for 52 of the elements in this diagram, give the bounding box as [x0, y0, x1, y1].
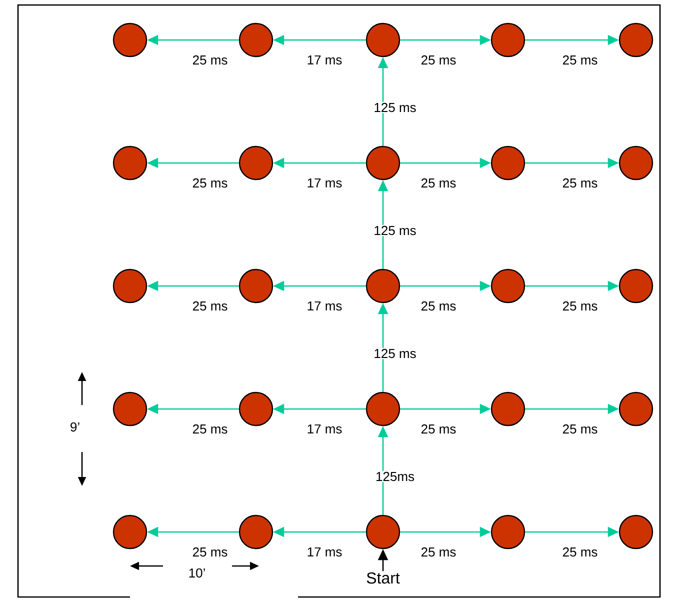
edge-label: 25 ms — [191, 423, 229, 435]
waypoint-dot — [618, 146, 654, 180]
waypoint-dot — [366, 268, 400, 304]
dimension-label: 9’ — [70, 422, 80, 432]
waypoint-dot — [112, 514, 148, 550]
waypoint-dot — [112, 392, 148, 426]
edge-label: 25 ms — [420, 300, 458, 312]
waypoint-dot — [238, 268, 274, 304]
edge-label: 25 ms — [420, 423, 458, 435]
edge-label: 25 ms — [420, 54, 458, 66]
edge-label: 17 ms — [306, 423, 344, 435]
edge-label: 25 ms — [191, 300, 229, 312]
edge-label: 17 ms — [306, 300, 344, 312]
waypoint-dot — [490, 22, 526, 58]
edge-label: 125ms — [374, 470, 416, 482]
edge-label: 125 ms — [372, 348, 418, 360]
edge-label: 25 ms — [191, 54, 229, 66]
waypoint-dot — [618, 514, 654, 550]
edge-label: 25 ms — [420, 177, 458, 189]
waypoint-dot — [490, 146, 526, 180]
waypoint-dot — [366, 22, 400, 58]
waypoint-dot — [618, 22, 654, 58]
waypoint-dot — [490, 514, 526, 550]
waypoint-dot — [238, 22, 274, 58]
edge-label: 17 ms — [306, 177, 344, 189]
waypoint-dot — [238, 146, 274, 180]
waypoint-dot — [490, 268, 526, 304]
edge-label: 25 ms — [561, 300, 599, 312]
edge-label: 25 ms — [191, 177, 229, 189]
edge-label: 17 ms — [306, 546, 344, 558]
waypoint-dot — [366, 514, 400, 550]
waypoint-dot — [490, 392, 526, 426]
waypoint-dot — [618, 392, 654, 426]
edge-label: 17 ms — [306, 54, 344, 66]
edge-label: 25 ms — [420, 546, 458, 558]
waypoint-dot — [366, 392, 400, 426]
edge-label: 25 ms — [561, 546, 599, 558]
edge-label: 125 ms — [372, 102, 418, 114]
waypoint-dot — [112, 268, 148, 304]
edge-label: 25 ms — [561, 54, 599, 66]
waypoint-dot — [618, 268, 654, 304]
start-label: Start — [366, 572, 400, 584]
edge-label: 125 ms — [372, 224, 418, 236]
edge-label: 25 ms — [561, 423, 599, 435]
edge-label: 25 ms — [561, 177, 599, 189]
waypoint-dot — [238, 514, 274, 550]
dimension-label: 10’ — [189, 568, 205, 578]
waypoint-dot — [112, 146, 148, 180]
waypoint-dot — [112, 22, 148, 58]
waypoint-dot — [238, 392, 274, 426]
edge-label: 25 ms — [191, 546, 229, 558]
waypoint-dot — [366, 146, 400, 180]
